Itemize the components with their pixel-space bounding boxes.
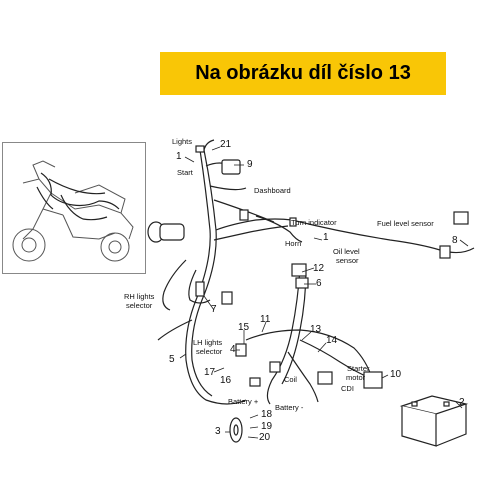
- part-number-10: 10: [390, 369, 402, 380]
- part-number-1b: 1: [323, 232, 329, 243]
- scooter-thumbnail: [2, 142, 146, 274]
- label-lights: Lights: [172, 137, 193, 146]
- part-number-20: 20: [259, 432, 271, 443]
- part-number-banner: Na obrázku díl číslo 13: [160, 52, 446, 95]
- part-number-5: 5: [169, 354, 175, 365]
- banner-text: Na obrázku díl číslo 13: [195, 62, 411, 84]
- label-oil-level-sensor-2: sensor: [336, 256, 359, 265]
- part-number-14: 14: [326, 335, 338, 346]
- horn: [229, 417, 243, 443]
- label-fuel-level-sensor: Fuel level sensor: [377, 219, 434, 228]
- label-turn-indicator: Turn indicator: [291, 218, 337, 227]
- part-number-9: 9: [247, 159, 253, 170]
- label-cdi: CDI: [341, 384, 354, 393]
- label-rh-lights-selector-2: selector: [126, 301, 153, 310]
- part-number-12: 12: [313, 263, 325, 274]
- part-number-19: 19: [261, 421, 273, 432]
- scooter-thumbnail-drawing: [12, 160, 134, 262]
- leader-lines: [179, 146, 469, 439]
- part-number-16: 16: [220, 375, 232, 386]
- part-number-8: 8: [452, 235, 458, 246]
- part-number-11: 11: [260, 314, 271, 325]
- part-number-3: 3: [215, 426, 221, 437]
- part-number-6: 6: [316, 278, 322, 289]
- label-lh-lights-selector-2: selector: [196, 347, 223, 356]
- label-coil: Coil: [284, 375, 297, 384]
- part-number-18: 18: [261, 409, 273, 420]
- label-starter-motor-2: motor: [346, 373, 366, 382]
- part-number-2: 2: [459, 397, 465, 408]
- part-number-17: 17: [204, 367, 216, 378]
- handlebar-switch: [147, 221, 185, 243]
- label-battery-plus: Battery +: [228, 397, 259, 406]
- part-number-1a: 1: [176, 151, 182, 162]
- part-number-21: 21: [220, 139, 232, 150]
- label-starter-motor-1: Starter: [347, 364, 370, 373]
- part-number-15: 15: [238, 322, 250, 333]
- connectors: [195, 145, 469, 389]
- part-number-4: 4: [230, 344, 236, 355]
- label-lh-lights-selector-1: LH lights: [193, 338, 223, 347]
- part-number-7: 7: [211, 304, 217, 315]
- part-number-13: 13: [310, 324, 322, 335]
- label-oil-level-sensor-1: Oil level: [333, 247, 360, 256]
- label-start: Start: [177, 168, 193, 177]
- battery: [399, 395, 469, 447]
- label-rh-lights-selector-1: RH lights: [124, 292, 155, 301]
- label-dashboard: Dashboard: [254, 186, 291, 195]
- label-horn: Horn: [285, 239, 302, 248]
- label-battery-minus: Battery -: [275, 403, 304, 412]
